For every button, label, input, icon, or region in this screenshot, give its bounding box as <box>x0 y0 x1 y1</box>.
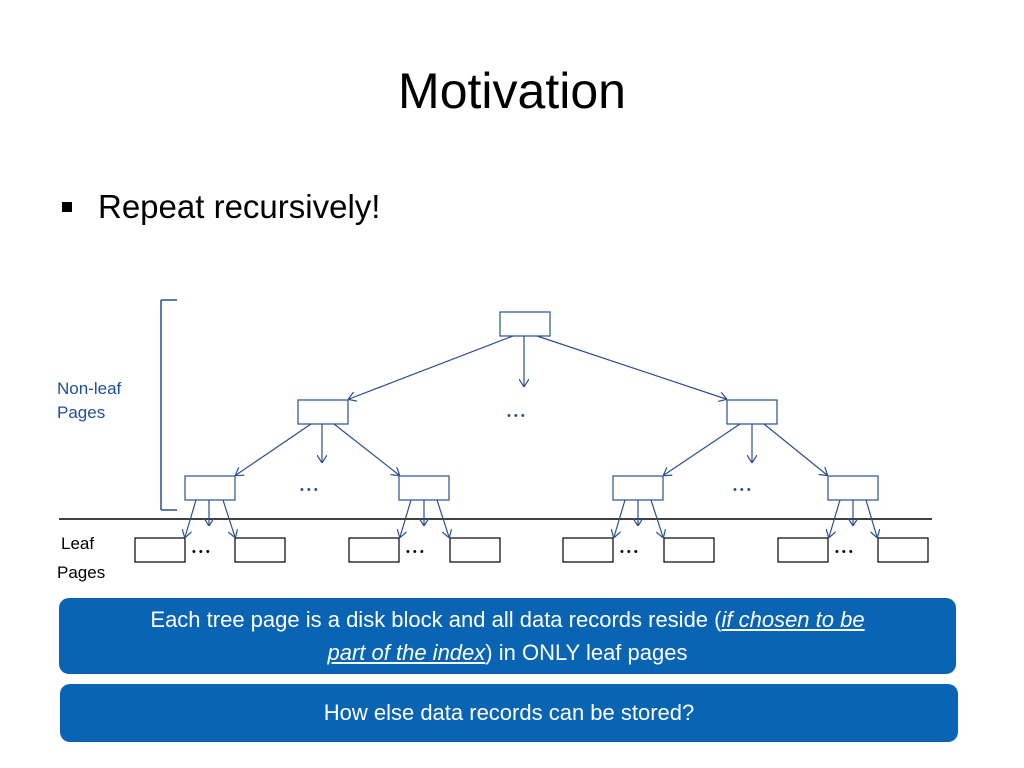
callout-text-after: ) in ONLY leaf pages <box>485 640 688 665</box>
non-leaf-bracket <box>160 299 177 511</box>
root-node <box>499 311 551 337</box>
bullet-text: Repeat recursively! <box>98 188 381 225</box>
ellipsis-leaf-2: • • • <box>406 546 424 558</box>
leaf-node <box>234 537 286 563</box>
ellipsis-leaf-3: • • • <box>620 546 638 558</box>
ellipsis-root: • • • <box>507 410 525 422</box>
ellipsis-left: • • • <box>300 484 318 496</box>
leaf-node <box>562 537 614 563</box>
leaf-node <box>877 537 929 563</box>
leaf-label-line2: Pages <box>57 563 105 582</box>
level2-node-left <box>297 399 349 425</box>
level3-node-4 <box>827 475 879 501</box>
callout-question: How else data records can be stored? <box>60 684 958 742</box>
level3-node-1 <box>184 475 236 501</box>
callout-emphasis-1: if chosen to be <box>721 607 865 632</box>
level3-node-3 <box>612 475 664 501</box>
slide-title: Motivation <box>398 63 626 119</box>
ellipsis-right: • • • <box>733 484 751 496</box>
tree-edges <box>185 335 877 537</box>
non-leaf-label-line1: Non-leaf <box>57 379 122 398</box>
leaf-node <box>348 537 400 563</box>
callout-leaf-pages: Each tree page is a disk block and all d… <box>59 598 956 674</box>
ellipsis-leaf-4: • • • <box>835 546 853 558</box>
leaf-nodes <box>134 537 929 563</box>
square-bullet-icon <box>62 202 72 212</box>
level3-node-2 <box>398 475 450 501</box>
non-leaf-label-line2: Pages <box>57 403 105 422</box>
bullet-item: Repeat recursively! <box>62 188 380 226</box>
b-tree-diagram: Non-leaf Pages Leaf Pages <box>57 299 932 582</box>
level2-node-right <box>726 399 778 425</box>
callout-text-before: Each tree page is a disk block and all d… <box>150 607 722 632</box>
callout-emphasis-2: part of the index <box>327 640 486 665</box>
leaf-node <box>134 537 186 563</box>
leaf-node <box>449 537 501 563</box>
leaf-node <box>777 537 829 563</box>
leaf-label-line1: Leaf <box>61 534 94 553</box>
leaf-node <box>663 537 715 563</box>
ellipsis-leaf-1: • • • <box>192 546 210 558</box>
